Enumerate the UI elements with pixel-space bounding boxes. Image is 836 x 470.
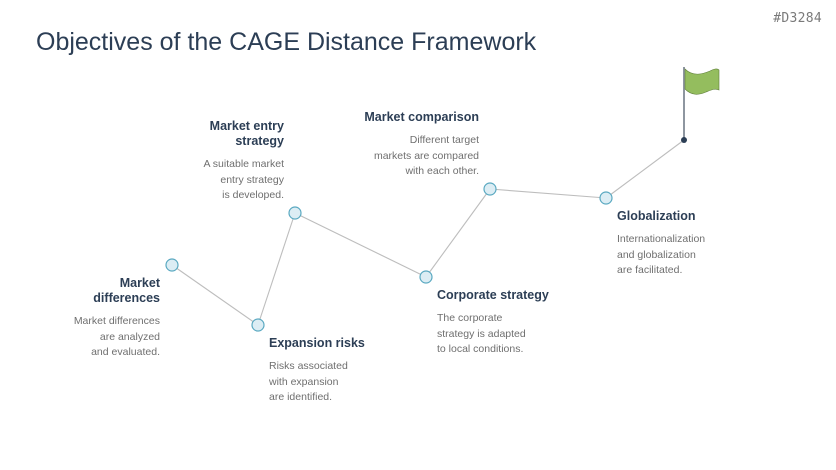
step-market-differences: Market differences Market differences ar… <box>40 276 160 361</box>
description-line: Different target <box>409 134 479 146</box>
step-description: Market differences are analyzed and eval… <box>40 314 160 361</box>
flag-cloth <box>684 68 720 95</box>
step-market-comparison: Market comparison Different target marke… <box>339 110 479 180</box>
description-line: to local conditions. <box>437 343 524 355</box>
slide-id-label: #D3284 <box>773 11 822 26</box>
step-heading: Globalization <box>617 209 757 224</box>
step-node-6[interactable] <box>599 191 613 205</box>
step-heading: Market differences <box>40 276 160 306</box>
step-heading: Expansion risks <box>269 336 409 351</box>
description-line: strategy is adapted <box>437 327 526 340</box>
description-line: with each other. <box>405 165 479 177</box>
connector-3-4 <box>294 212 427 278</box>
description-line: Internationalization <box>617 233 706 245</box>
connector-2-3 <box>257 212 296 326</box>
connector-6-goal <box>605 139 685 199</box>
description-line: A suitable market <box>203 158 284 170</box>
description-line: are analyzed <box>99 330 160 343</box>
heading-line: Market entry <box>209 119 284 133</box>
description-line: with expansion <box>269 375 339 388</box>
connector-5-6 <box>489 188 607 199</box>
description-line: and globalization <box>617 248 696 261</box>
description-line: and evaluated. <box>91 346 160 358</box>
connector-1-2 <box>171 264 259 326</box>
step-description: A suitable market entry strategy is deve… <box>164 157 284 204</box>
step-node-3[interactable] <box>288 206 302 220</box>
step-globalization: Globalization Internationalization and g… <box>617 209 757 279</box>
step-description: Risks associated with expansion are iden… <box>269 359 409 406</box>
heading-line: strategy <box>235 134 284 148</box>
description-line: is developed. <box>222 189 284 201</box>
step-heading: Market comparison <box>339 110 479 125</box>
page-title: Objectives of the CAGE Distance Framewor… <box>36 28 537 56</box>
description-line: The corporate <box>437 312 503 324</box>
heading-line: Expansion risks <box>269 336 365 350</box>
description-line: are facilitated. <box>617 264 683 276</box>
connectors <box>171 139 685 326</box>
heading-line: Globalization <box>617 209 696 223</box>
description-line: are identified. <box>269 391 333 403</box>
step-heading: Corporate strategy <box>437 288 587 303</box>
heading-line: Corporate strategy <box>437 288 549 302</box>
step-node-2[interactable] <box>251 318 265 332</box>
flag-icon <box>681 67 720 143</box>
flag-base-dot <box>681 137 687 143</box>
description-line: markets are compared <box>373 149 479 162</box>
description-line: Market differences <box>73 315 160 327</box>
step-expansion-risks: Expansion risks Risks associated with ex… <box>269 336 409 406</box>
description-line: Risks associated <box>269 360 348 372</box>
step-heading: Market entry strategy <box>164 119 284 149</box>
step-node-1[interactable] <box>165 258 179 272</box>
step-node-4[interactable] <box>419 270 433 284</box>
step-description: Different target markets are compared wi… <box>339 133 479 180</box>
heading-line: Market comparison <box>364 110 479 124</box>
connector-4-5 <box>425 188 491 278</box>
description-line: entry strategy <box>220 173 284 186</box>
step-node-5[interactable] <box>483 182 497 196</box>
step-nodes <box>165 182 613 332</box>
heading-line: differences <box>93 291 160 305</box>
heading-line: Market <box>119 276 160 290</box>
step-description: Internationalization and globalization a… <box>617 232 757 279</box>
step-description: The corporate strategy is adapted to loc… <box>437 311 587 358</box>
step-market-entry-strategy: Market entry strategy A suitable market … <box>164 119 284 204</box>
step-corporate-strategy: Corporate strategy The corporate strateg… <box>437 288 587 358</box>
